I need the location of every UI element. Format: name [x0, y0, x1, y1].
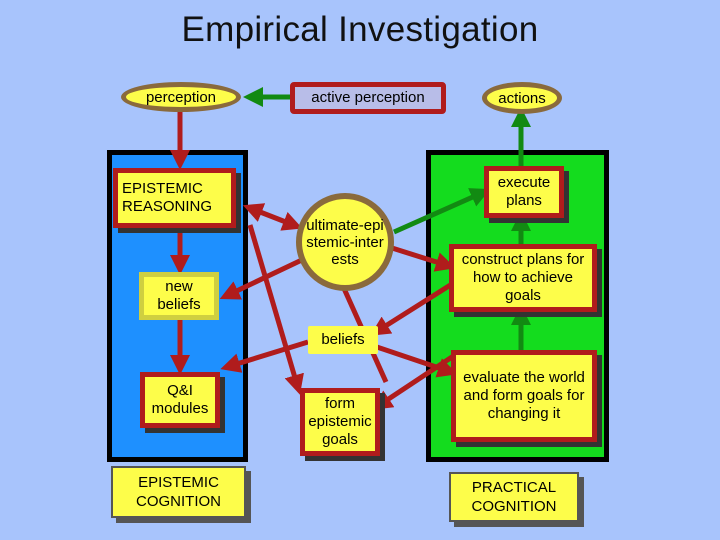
arrow-reasoning-to-formgoals [247, 224, 304, 395]
node-practical-cognition-label: PRACTICAL COGNITION [471, 479, 557, 515]
diagram-title: Empirical Investigation [181, 10, 539, 49]
node-qi-modules: Q&I modules [140, 372, 220, 428]
node-evaluate-world-label: evaluate the world and form goals for ch… [463, 369, 585, 422]
node-epistemic-cognition: EPISTEMIC COGNITION [111, 466, 246, 518]
node-new-beliefs: new beliefs [139, 272, 219, 320]
arrow-beliefs-to-qi [220, 339, 309, 373]
node-beliefs-label: beliefs [321, 331, 365, 348]
node-execute-plans-label: execute plans [497, 174, 551, 209]
node-ultimate-epistemic-interests: ultimate-epistemic-interests [296, 193, 394, 291]
node-actions-label: actions [498, 89, 546, 107]
node-active-perception: active perception [290, 82, 446, 114]
arrow-evaluate-to-formgoals [372, 350, 460, 410]
node-new-beliefs-label: new beliefs [157, 278, 201, 313]
node-beliefs: beliefs [308, 326, 378, 354]
node-qi-modules-label: Q&I modules [151, 382, 209, 417]
arrow-construct-to-beliefs [370, 281, 454, 336]
node-construct-plans: construct plans for how to achieve goals [449, 244, 597, 312]
node-practical-cognition: PRACTICAL COGNITION [449, 472, 579, 522]
node-epistemic-cognition-label: EPISTEMIC COGNITION [136, 474, 221, 510]
arrow-reasoning-interests [242, 203, 303, 231]
node-perception: perception [121, 82, 241, 112]
node-epistemic-reasoning: EPISTEMIC REASONING [113, 168, 236, 228]
node-actions: actions [482, 82, 562, 114]
node-form-epistemic-goals: form epistemic goals [300, 388, 380, 456]
arrow-interests-to-construct [391, 245, 456, 272]
node-epistemic-reasoning-label: EPISTEMIC REASONING [122, 180, 213, 215]
arrow-interests-to-execute [392, 188, 491, 235]
node-ultimate-epistemic-interests-label: ultimate-epistemic-interests [306, 216, 384, 268]
node-evaluate-world: evaluate the world and form goals for ch… [451, 350, 597, 442]
node-active-perception-label: active perception [311, 89, 425, 106]
node-form-epistemic-goals-label: form epistemic goals [308, 395, 372, 448]
node-construct-plans-label: construct plans for how to achieve goals [461, 251, 585, 304]
node-perception-label: perception [145, 88, 217, 106]
node-execute-plans: execute plans [484, 166, 564, 218]
